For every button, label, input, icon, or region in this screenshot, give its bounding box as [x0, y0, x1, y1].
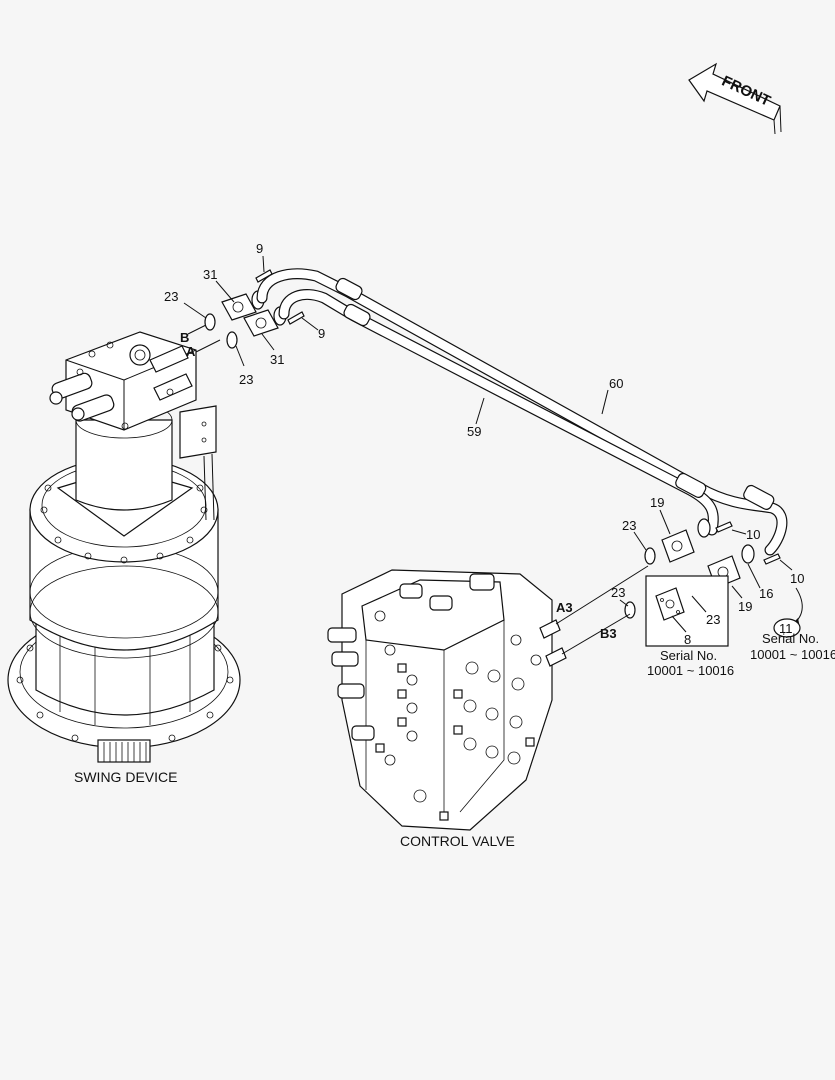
port-a-label: A: [186, 344, 196, 359]
callout-31-top-text: 31: [203, 267, 217, 282]
callout-10-bottom: 10: [779, 559, 804, 586]
hose-59: [278, 289, 719, 536]
swing-device-caption: SWING DEVICE: [74, 769, 177, 785]
callout-23-left-bottom-text: 23: [239, 372, 253, 387]
serial-box-range: 10001 ~ 10016: [647, 663, 734, 678]
callout-10-top-text: 10: [746, 527, 760, 542]
serial-11-label: Serial No.: [762, 631, 819, 646]
callout-23-right-top: 23: [622, 518, 647, 551]
callout-19-top-text: 19: [650, 495, 664, 510]
callout-31-bottom-text: 31: [270, 352, 284, 367]
callout-16: 16: [747, 563, 773, 601]
swing-device-drawing: [7, 331, 241, 763]
port-b3-label: B3: [600, 626, 617, 641]
callout-9-top: 9: [256, 241, 265, 273]
callout-19-top: 19: [650, 495, 671, 535]
callout-60: 60: [601, 376, 623, 415]
port-a-marker: A: [186, 339, 221, 359]
callout-59-text: 59: [467, 424, 481, 439]
callout-23-right-mid-text: 23: [611, 585, 625, 600]
control-valve-drawing: [327, 569, 567, 831]
callout-8: 8: [684, 632, 691, 647]
serial-box-label: Serial No.: [660, 648, 717, 663]
callout-23-right-top-text: 23: [622, 518, 636, 533]
callout-23-left-bottom: 23: [235, 345, 253, 387]
callout-59: 59: [467, 397, 485, 439]
control-valve-caption: CONTROL VALVE: [400, 833, 515, 849]
callout-23-left-top-text: 23: [164, 289, 178, 304]
port-b3-marker: B3: [561, 613, 631, 655]
callout-23-right-box: 23: [691, 595, 720, 627]
callout-11: 11 Serial No. 10001 ~ 10016: [750, 587, 835, 662]
callout-31-top: 31: [203, 267, 235, 303]
callout-9-mid: 9: [301, 317, 325, 341]
callout-9-mid-text: 9: [318, 326, 325, 341]
front-arrow-icon: FRONT: [688, 62, 782, 135]
callout-10-bottom-text: 10: [790, 571, 804, 586]
callout-60-text: 60: [609, 376, 623, 391]
callout-23-left-top: 23: [164, 289, 207, 319]
callout-23-right-box-text: 23: [706, 612, 720, 627]
callout-16-text: 16: [759, 586, 773, 601]
callout-19-bottom: 19: [731, 585, 752, 614]
serial-box-part-8: 8 Serial No. 10001 ~ 10016: [645, 575, 734, 678]
callout-11-text: 11: [779, 621, 793, 636]
port-b-label: B: [180, 330, 189, 345]
callout-9-top-text: 9: [256, 241, 263, 256]
serial-11-range: 10001 ~ 10016: [750, 647, 835, 662]
port-a3-label: A3: [556, 600, 573, 615]
callout-19-bottom-text: 19: [738, 599, 752, 614]
callout-31-bottom: 31: [261, 333, 284, 367]
port-a3-marker: A3: [555, 565, 649, 625]
hose-60: [256, 268, 788, 556]
callout-10-top: 10: [731, 527, 760, 542]
callout-23-right-mid: 23: [611, 585, 629, 607]
port-b-marker: B: [180, 323, 209, 345]
